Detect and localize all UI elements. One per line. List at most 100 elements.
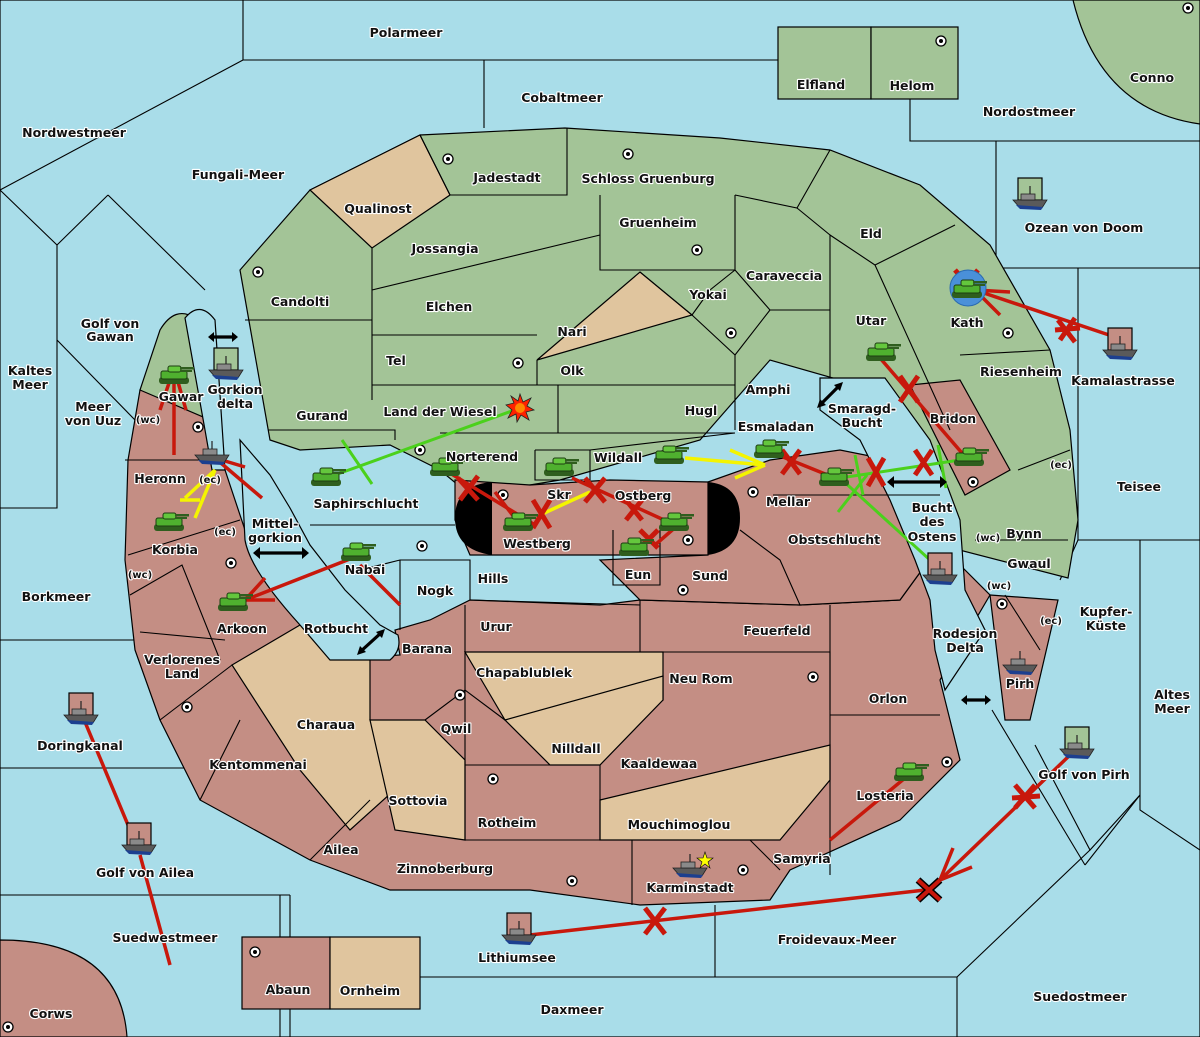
region-bridon[interactable] bbox=[909, 379, 1011, 496]
region-ornheim[interactable] bbox=[329, 936, 421, 1010]
label-suedwestmeer: Suedwestmeer bbox=[113, 930, 219, 945]
label-rotbucht: Rotbucht bbox=[304, 621, 368, 636]
label-cobaltmeer: Cobaltmeer bbox=[521, 90, 603, 105]
units bbox=[63, 177, 1138, 946]
label-bynn-ec: (ec) bbox=[1050, 460, 1072, 471]
label-elchen: Elchen bbox=[426, 299, 473, 314]
impassable-west bbox=[455, 482, 492, 555]
label-uuz-1: Meer bbox=[75, 399, 111, 414]
label-rodesion-1: Rodesion bbox=[933, 626, 998, 641]
label-ostberg: Ostberg bbox=[615, 488, 672, 503]
label-kaaldewaa: Kaaldewaa bbox=[621, 756, 698, 771]
label-elfland: Elfland bbox=[797, 77, 845, 92]
label-karminstadt: Karminstadt bbox=[646, 880, 733, 895]
label-pirh: Pirh bbox=[1006, 676, 1035, 691]
label-schloss-gruenburg: Schloss Gruenburg bbox=[581, 171, 714, 186]
label-utar: Utar bbox=[856, 313, 888, 328]
label-heronn-ec: (ec) bbox=[199, 475, 221, 486]
label-teisee: Teisee bbox=[1117, 479, 1161, 494]
label-nordwestmeer: Nordwestmeer bbox=[22, 125, 127, 140]
label-jossangia: Jossangia bbox=[410, 241, 478, 256]
build-star-icon bbox=[696, 851, 714, 869]
label-orlon: Orlon bbox=[869, 691, 908, 706]
label-bynn-wc: (wc) bbox=[976, 533, 1000, 544]
label-conno: Conno bbox=[1130, 70, 1175, 85]
label-altes-2: Meer bbox=[1154, 701, 1190, 716]
label-chapablublek: Chapablublek bbox=[476, 665, 573, 680]
label-lithiumsee: Lithiumsee bbox=[478, 950, 556, 965]
label-westberg: Westberg bbox=[503, 536, 571, 551]
label-verlorenes-1: Verlorenes bbox=[144, 652, 220, 667]
label-ailea: Ailea bbox=[323, 842, 358, 857]
label-mouchimoglou: Mouchimoglou bbox=[628, 817, 731, 832]
region-pirh[interactable] bbox=[989, 594, 1059, 721]
label-qualinost: Qualinost bbox=[344, 201, 411, 216]
label-arkoon: Arkoon bbox=[217, 621, 267, 636]
label-froidevaux: Froidevaux-Meer bbox=[778, 932, 897, 947]
label-gurand: Gurand bbox=[296, 408, 348, 423]
label-golf-von-ailea: Golf von Ailea bbox=[96, 865, 194, 880]
label-doringkanal: Doringkanal bbox=[37, 738, 123, 753]
label-daxmeer: Daxmeer bbox=[540, 1002, 604, 1017]
label-barana: Barana bbox=[402, 641, 452, 656]
label-mellar: Mellar bbox=[766, 494, 811, 509]
label-nogk: Nogk bbox=[417, 583, 454, 598]
label-sund: Sund bbox=[692, 568, 728, 583]
label-urur: Urur bbox=[480, 619, 512, 634]
label-ozean-von-doom: Ozean von Doom bbox=[1025, 220, 1144, 235]
sea-mittelgorkion[interactable] bbox=[239, 438, 400, 661]
region-labels: Polarmeer Cobaltmeer Nordwestmeer Fungal… bbox=[7, 24, 1192, 1022]
label-korbia: Korbia bbox=[152, 542, 198, 557]
label-mittel-2: gorkion bbox=[248, 530, 302, 545]
label-norterend: Norterend bbox=[446, 449, 518, 464]
label-kupfer-1: Kupfer- bbox=[1080, 604, 1133, 619]
region-conno[interactable] bbox=[1072, 0, 1200, 125]
label-nilldall: Nilldall bbox=[551, 741, 600, 756]
label-bynn: Bynn bbox=[1006, 526, 1041, 541]
label-korbia-ec: (ec) bbox=[214, 527, 236, 538]
label-eld: Eld bbox=[860, 226, 882, 241]
label-heronn: Heronn bbox=[134, 471, 186, 486]
label-candolti: Candolti bbox=[271, 294, 330, 309]
label-helom: Helom bbox=[890, 78, 935, 93]
label-kaltes-2: Meer bbox=[12, 377, 48, 392]
label-charaua: Charaua bbox=[297, 717, 355, 732]
label-saphirschlucht: Saphirschlucht bbox=[314, 496, 419, 511]
label-bucht-3: Ostens bbox=[908, 529, 957, 544]
label-kaltes-1: Kaltes bbox=[8, 363, 52, 378]
label-feuerfeld: Feuerfeld bbox=[743, 623, 810, 638]
label-qwil: Qwil bbox=[441, 721, 472, 736]
label-riesenheim: Riesenheim bbox=[980, 364, 1062, 379]
label-land-der-wiesel: Land der Wiesel bbox=[383, 404, 496, 419]
label-golf-von-pirh: Golf von Pirh bbox=[1038, 767, 1129, 782]
label-corws: Corws bbox=[30, 1006, 73, 1021]
label-altes-1: Altes bbox=[1154, 687, 1190, 702]
label-jadestadt: Jadestadt bbox=[472, 170, 540, 185]
label-gorkion-2: delta bbox=[217, 396, 253, 411]
sea-bucht-des-ostens[interactable] bbox=[819, 377, 986, 692]
label-gawar: Gawar bbox=[159, 389, 205, 404]
label-ornheim: Ornheim bbox=[340, 983, 400, 998]
label-bridon: Bridon bbox=[930, 411, 976, 426]
label-eun: Eun bbox=[625, 567, 651, 582]
label-neu-rom: Neu Rom bbox=[669, 671, 732, 686]
label-borkmeer: Borkmeer bbox=[22, 589, 92, 604]
impassable-east bbox=[708, 482, 740, 555]
region-nilldall[interactable] bbox=[503, 675, 664, 766]
label-gwaul-wc: (wc) bbox=[987, 581, 1011, 592]
label-verlorenes-2: Land bbox=[165, 666, 199, 681]
label-golf-gawan-2: Gawan bbox=[86, 329, 134, 344]
label-yokai: Yokai bbox=[688, 287, 727, 302]
label-kupfer-2: Küste bbox=[1086, 618, 1126, 633]
label-golf-gawan-1: Golf von bbox=[81, 316, 140, 331]
label-zinnoberburg: Zinnoberburg bbox=[397, 861, 493, 876]
label-amphi: Amphi bbox=[746, 382, 791, 397]
land-borders bbox=[125, 128, 1071, 905]
label-korbia-wc: (wc) bbox=[128, 570, 152, 581]
label-nabai: Nabai bbox=[345, 562, 386, 577]
region-corws[interactable] bbox=[0, 939, 128, 1037]
label-smaragd-2: Bucht bbox=[842, 415, 883, 430]
label-tel: Tel bbox=[386, 353, 406, 368]
label-gwaul: Gwaul bbox=[1007, 556, 1050, 571]
